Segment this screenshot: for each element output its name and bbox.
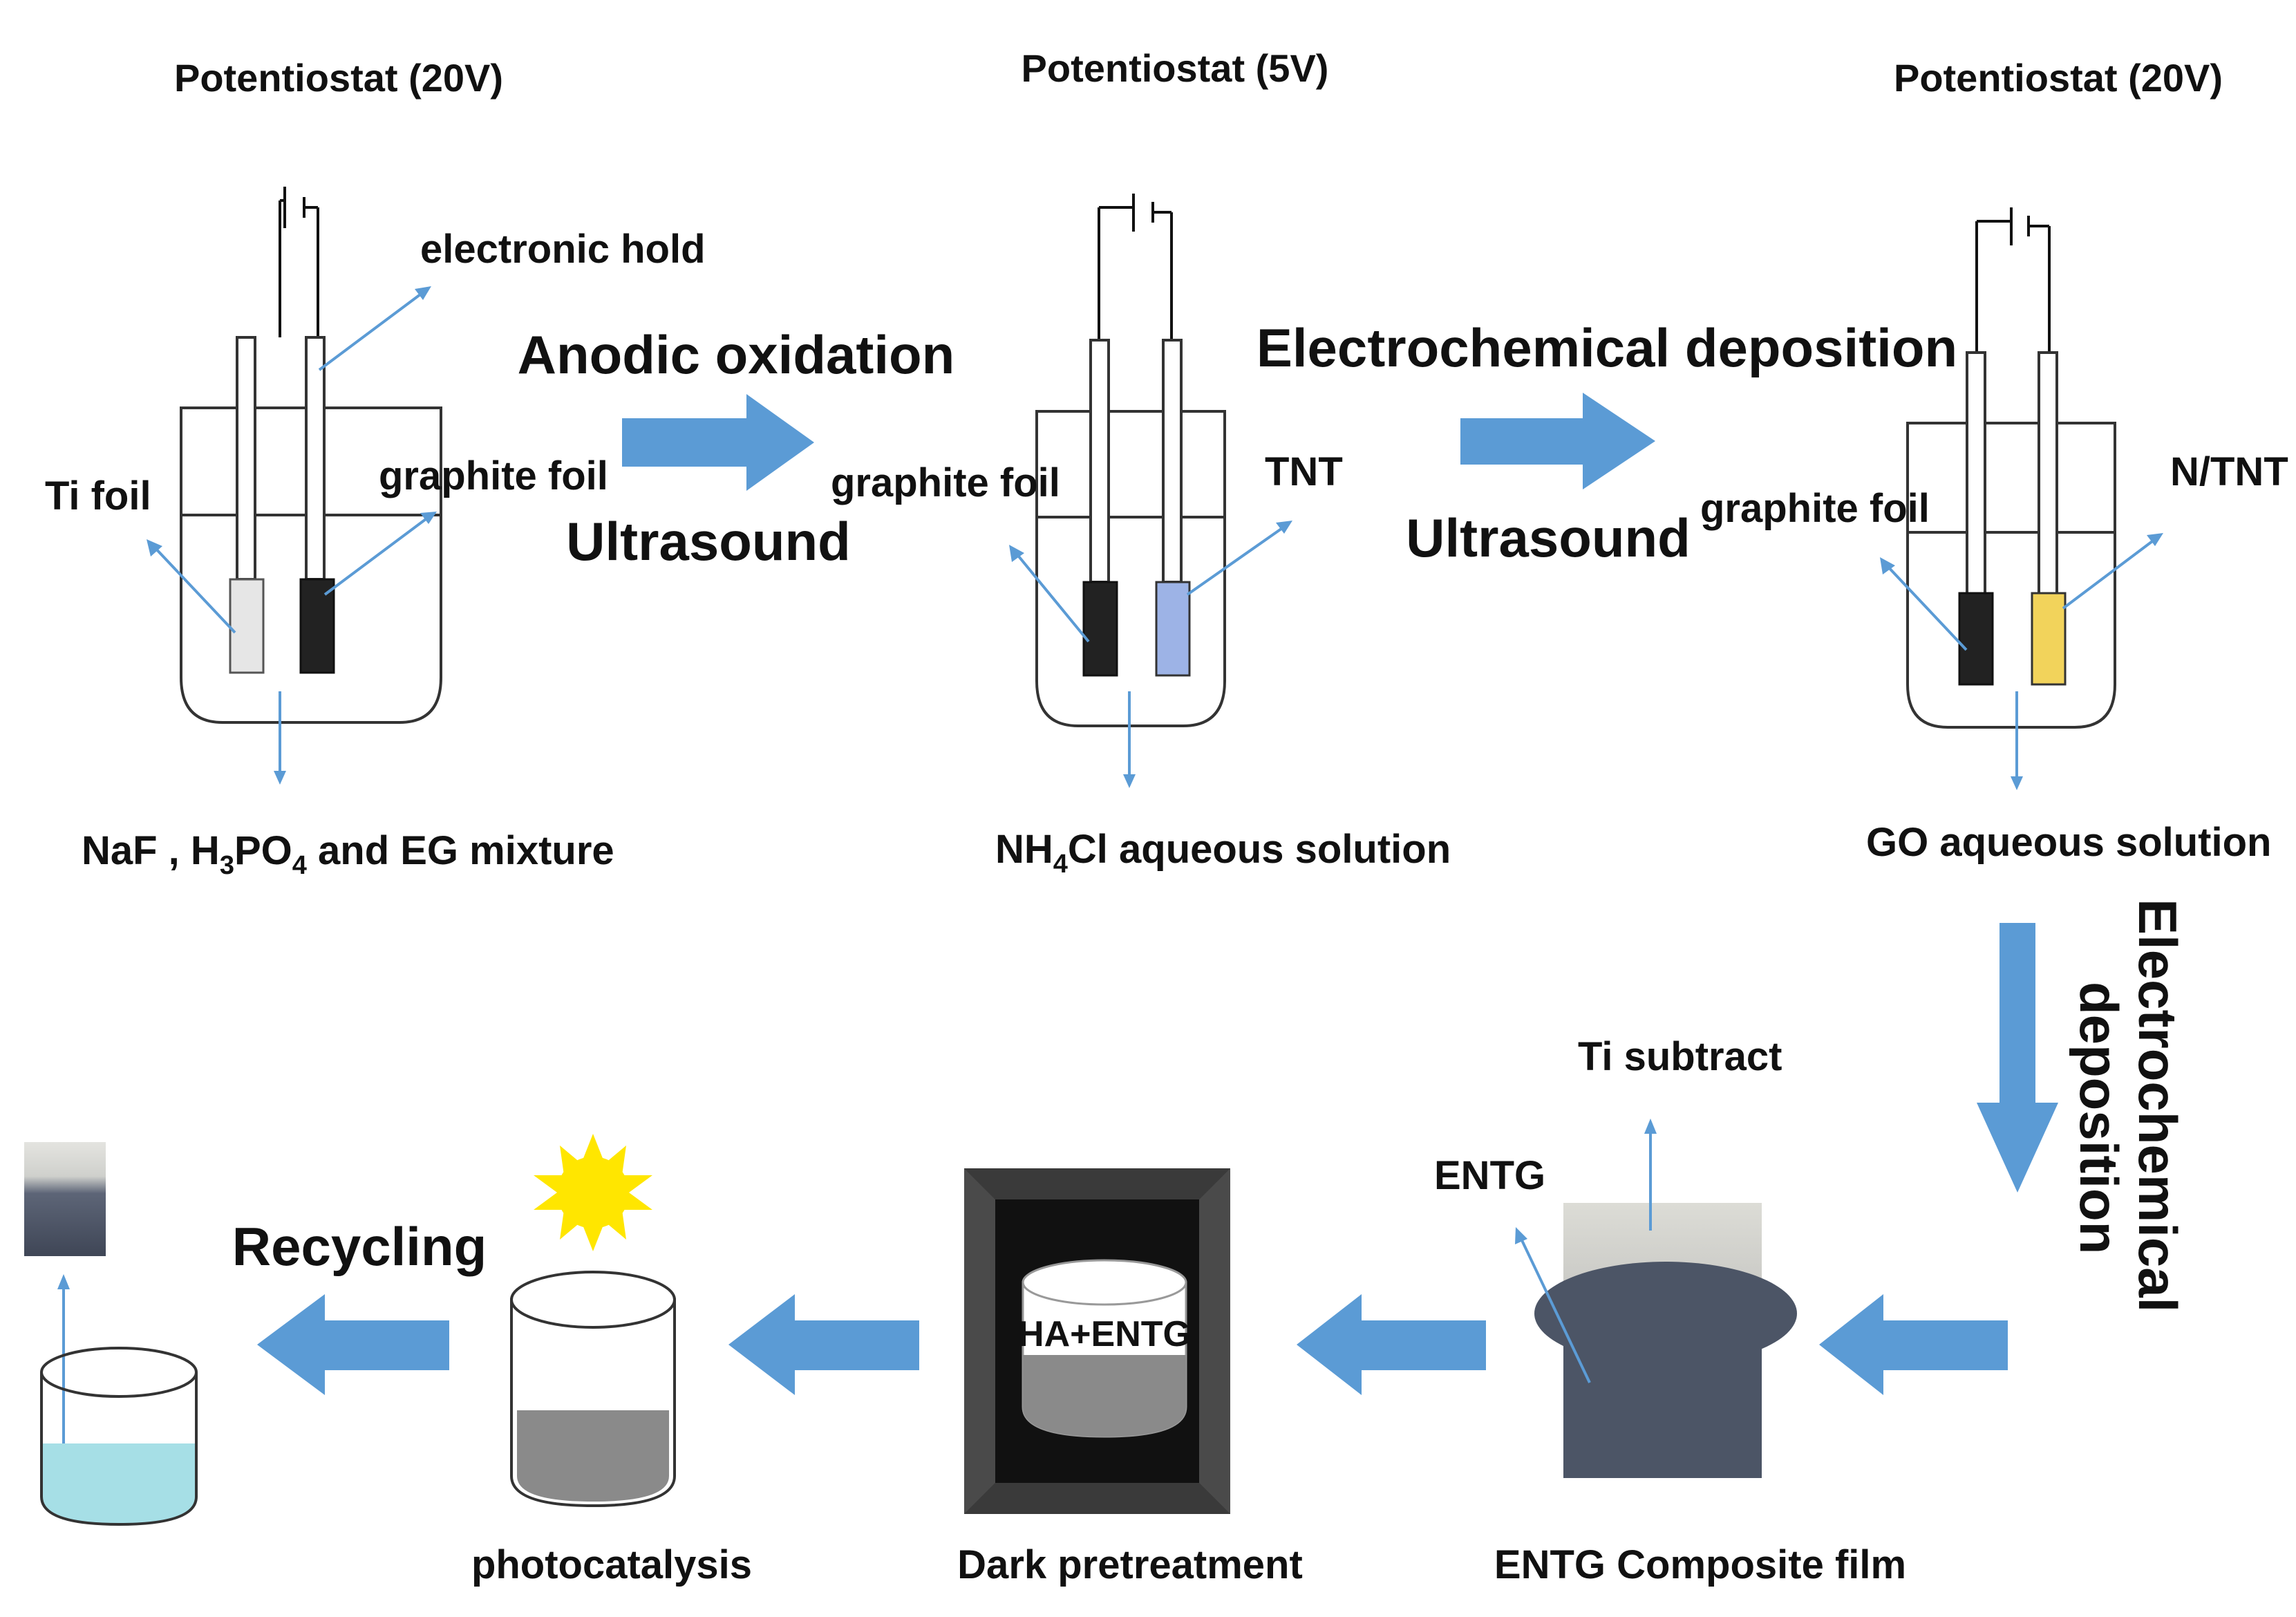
left-arrow	[1297, 1294, 1486, 1395]
left-electrode-label: graphite foil	[1700, 486, 1930, 531]
photo-caption: photocatalysis	[471, 1542, 752, 1587]
electrode-rod-right	[305, 336, 326, 581]
ti-foil-electrode	[229, 578, 265, 674]
entg-label: ENTG	[1434, 1153, 1545, 1198]
beaker-icon	[40, 1347, 198, 1526]
film-thumbnail	[24, 1142, 106, 1256]
right-electrode-label: graphite foil	[379, 454, 608, 498]
battery-icon	[279, 187, 319, 337]
potentiostat-label: Potentiostat (20V)	[174, 56, 503, 100]
solution-label: GO aqueous solution	[1866, 820, 2271, 865]
pointer-lines	[147, 286, 437, 785]
step-1: Anodic oxidation Ultrasound	[518, 324, 955, 572]
recycling: Recycling	[24, 1142, 487, 1526]
tnt-electrode	[1155, 581, 1191, 677]
battery-icon	[1975, 207, 2051, 353]
beaker	[1906, 422, 2116, 729]
step-3-label-line-1: Electrochemical	[2127, 899, 2188, 1312]
pointer-lines	[1880, 533, 2163, 790]
ha-entg-label: HA+ENTG	[1018, 1314, 1191, 1354]
cell-2: Potentiostat (5V) graphite foil TNT NH4C…	[831, 46, 1451, 879]
recycling-label: Recycling	[232, 1216, 487, 1277]
graphite-foil-electrode	[1082, 581, 1118, 677]
electrode-rod-left	[236, 336, 256, 581]
pointer-lines	[1009, 521, 1292, 788]
battery-icon	[1098, 194, 1173, 340]
electrode-rod-left	[1966, 351, 1986, 596]
box-bottom-bevel	[964, 1483, 1230, 1514]
down-arrow	[1977, 923, 2058, 1193]
solution-label: NaF , H3PO4 and EG mixture	[82, 828, 614, 880]
step-3-label-line-2: deposition	[2069, 982, 2129, 1254]
dark-caption: Dark pretreatment	[957, 1542, 1303, 1587]
electrode-rod-right	[2038, 351, 2058, 596]
solution-label: NH4Cl aqueous solution	[995, 827, 1451, 879]
box-top-bevel	[964, 1168, 1230, 1199]
beaker-icon	[1022, 1259, 1187, 1438]
box-right-bevel	[1199, 1168, 1230, 1514]
step-2-bottom-label: Ultrasound	[1406, 507, 1691, 568]
electrode-rod-left	[1089, 339, 1110, 583]
step-2: Electrochemical deposition Ultrasound	[1257, 317, 1957, 568]
film-layer	[1563, 1314, 1762, 1478]
graphite-foil-electrode	[299, 578, 335, 674]
step-3: Electrochemical deposition	[1977, 899, 2188, 1312]
photocatalysis: photocatalysis	[471, 1134, 752, 1587]
step-2-top-label: Electrochemical deposition	[1257, 317, 1957, 378]
cell-3: Potentiostat (20V) graphite foil N/TNT G…	[1700, 56, 2288, 865]
film-caption: ENTG Composite film	[1494, 1542, 1906, 1587]
potentiostat-label: Potentiostat (5V)	[1022, 46, 1329, 90]
electrode-rod-right	[1162, 339, 1183, 583]
graphite-foil-electrode	[1958, 592, 1994, 686]
flow-arrows-bottom	[257, 1294, 2008, 1395]
step-1-top-label: Anodic oxidation	[518, 324, 955, 385]
cell-1: Potentiostat (20V) electronic hold Ti fo…	[45, 56, 706, 880]
pointer-head	[57, 1274, 70, 1289]
pointer-head	[1515, 1227, 1527, 1244]
pointer-head	[1644, 1119, 1657, 1134]
potentiostat-label: Potentiostat (20V)	[1894, 56, 2223, 100]
box-left-bevel	[964, 1168, 995, 1514]
right-arrow	[1460, 393, 1655, 489]
dark-pretreatment: HA+ENTG Dark pretreatment	[957, 1168, 1303, 1587]
step-1-bottom-label: Ultrasound	[566, 511, 851, 572]
left-electrode-label: Ti foil	[45, 474, 151, 518]
right-electrode-label: N/TNT	[2170, 449, 2288, 494]
entg-composite-film: Ti subtract ENTG ENTG Composite film	[1434, 1034, 1906, 1587]
left-arrow	[728, 1294, 919, 1395]
right-arrow	[622, 394, 814, 491]
beaker	[180, 406, 442, 724]
left-arrow	[1819, 1294, 2008, 1395]
beaker	[1035, 410, 1226, 727]
sun-icon	[534, 1134, 652, 1251]
pointer-line	[1519, 1237, 1591, 1383]
left-electrode-label: graphite foil	[831, 460, 1060, 505]
right-electrode-label: TNT	[1265, 449, 1343, 494]
beaker-icon	[510, 1271, 676, 1508]
ti-substrate-label: Ti subtract	[1578, 1034, 1782, 1079]
n-tnt-electrode	[2031, 592, 2067, 686]
left-arrow	[257, 1294, 449, 1395]
electronic-hold-label: electronic hold	[420, 227, 706, 272]
